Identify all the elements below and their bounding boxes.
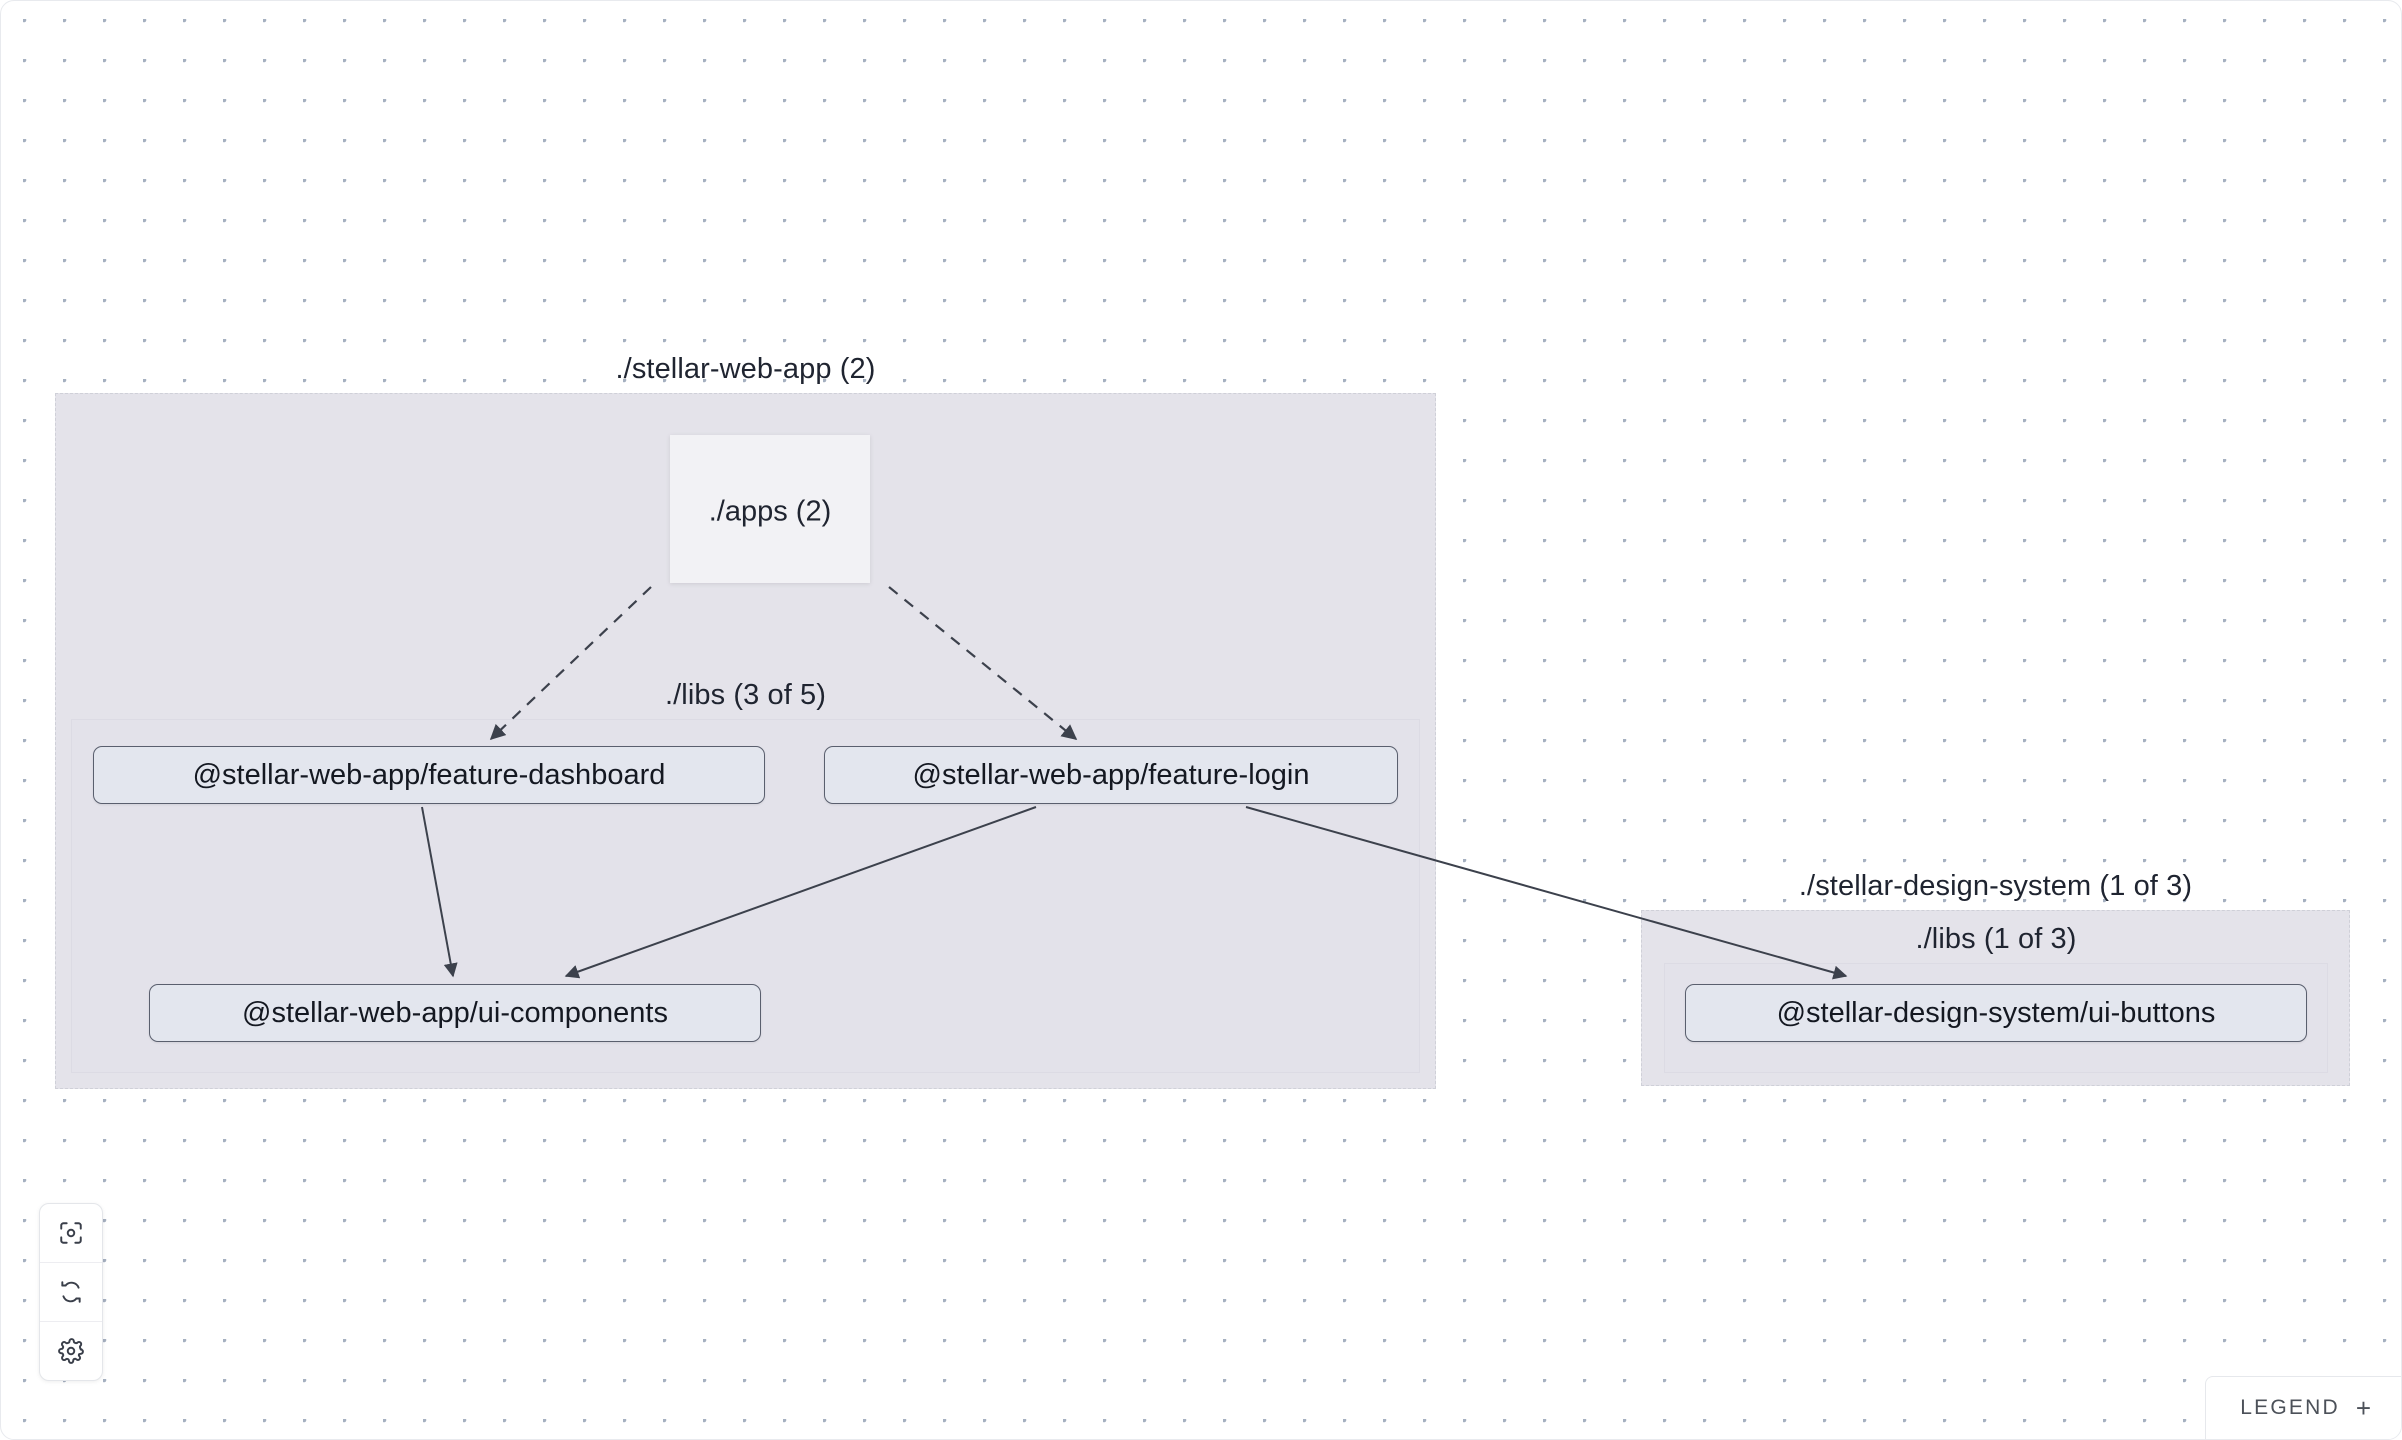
gear-icon bbox=[58, 1338, 84, 1364]
focus-target-icon-button[interactable] bbox=[40, 1204, 102, 1263]
legend-toggle[interactable]: LEGEND + bbox=[2205, 1376, 2401, 1439]
node-label: @stellar-design-system/ui-buttons bbox=[1776, 996, 2216, 1029]
folder-icon-shape bbox=[670, 435, 870, 583]
node-feature-dashboard[interactable]: @stellar-web-app/feature-dashboard bbox=[93, 746, 765, 804]
focus-target-icon bbox=[60, 1222, 82, 1244]
group-label-stellar-web-app: ./stellar-web-app (2) bbox=[615, 353, 876, 385]
plus-icon: + bbox=[2355, 1393, 2371, 1423]
refresh-icon bbox=[61, 1281, 81, 1303]
legend-label: LEGEND bbox=[2240, 1396, 2340, 1419]
node-label: @stellar-web-app/feature-login bbox=[912, 758, 1310, 791]
node-ui-components[interactable]: @stellar-web-app/ui-components bbox=[149, 984, 761, 1042]
gear-icon-button[interactable] bbox=[40, 1322, 102, 1380]
canvas-controls[interactable] bbox=[39, 1203, 103, 1381]
node-label: @stellar-web-app/feature-dashboard bbox=[192, 758, 666, 791]
node-ui-buttons[interactable]: @stellar-design-system/ui-buttons bbox=[1685, 984, 2307, 1042]
folder-node-label: ./apps (2) bbox=[708, 495, 832, 528]
node-feature-login[interactable]: @stellar-web-app/feature-login bbox=[824, 746, 1398, 804]
group-label-stellar-design-system: ./stellar-design-system (1 of 3) bbox=[1798, 870, 2193, 902]
refresh-icon-button[interactable] bbox=[40, 1263, 102, 1322]
group-label-design-system-libs: ./libs (1 of 3) bbox=[1915, 923, 2077, 955]
node-label: @stellar-web-app/ui-components bbox=[242, 996, 668, 1029]
folder-node-apps[interactable]: ./apps (2) bbox=[670, 435, 870, 583]
group-label-web-app-libs: ./libs (3 of 5) bbox=[664, 679, 827, 711]
